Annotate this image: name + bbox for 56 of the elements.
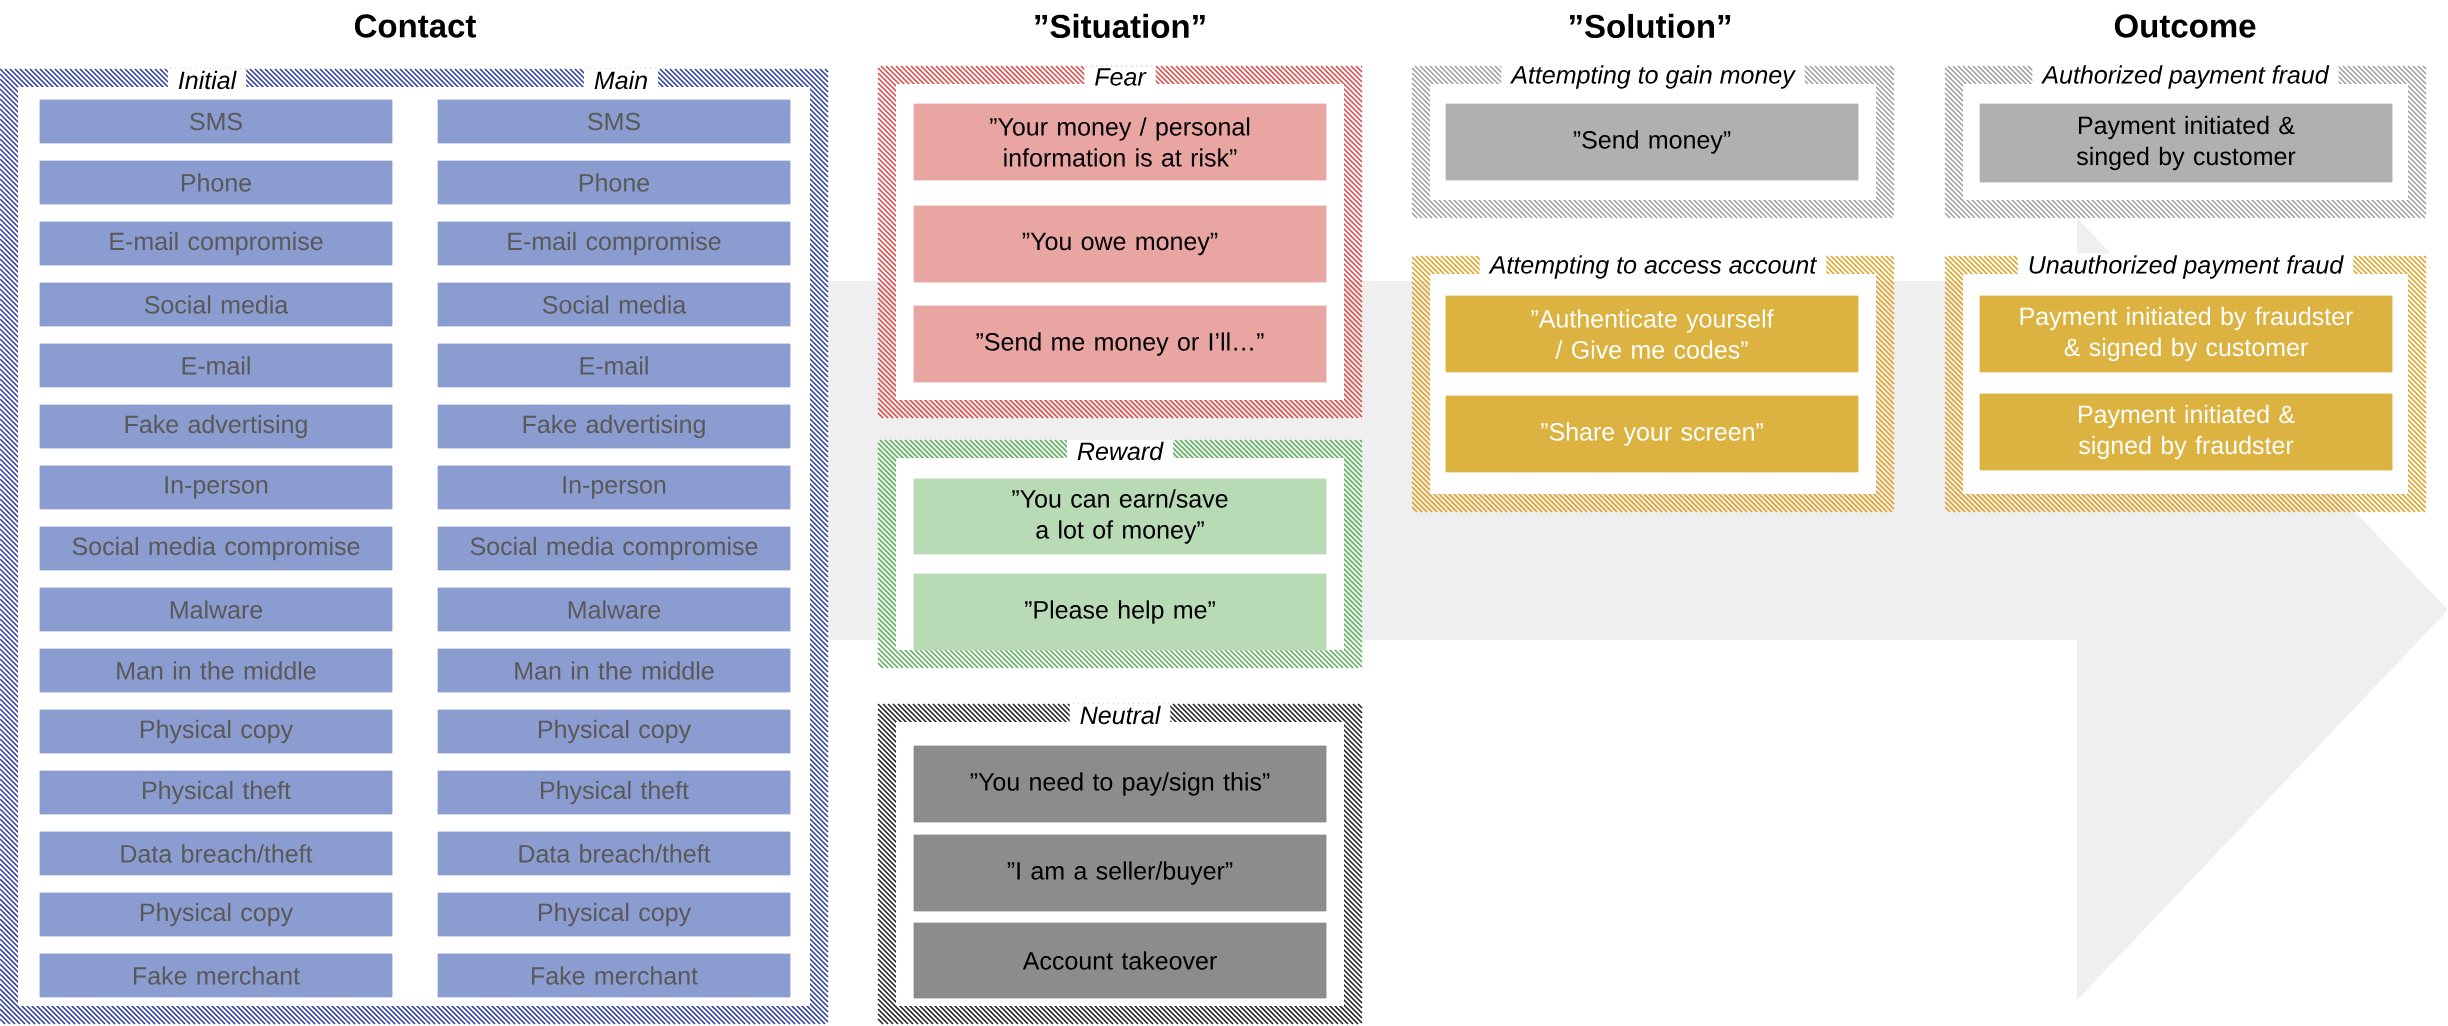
item-box: Payment initiated by fraudster & signed by customer (1979, 295, 2393, 373)
item-box: Physical theft (39, 770, 393, 815)
column-title: Contact (354, 14, 476, 38)
group-heading: Initial (167, 68, 247, 92)
item-box: ”I am a seller/buyer” (913, 834, 1327, 912)
item-box: Physical copy (437, 709, 791, 754)
group-heading: Attempting to access account (1479, 253, 1827, 281)
item-box: Fake advertising (39, 404, 393, 449)
item-box: SMS (437, 99, 791, 144)
item-box: SMS (39, 99, 393, 144)
item-box: Malware (39, 587, 393, 632)
item-box: ”Your money / personal information is at risk” (913, 103, 1327, 181)
item-box: ”Authenticate yourself / Give me codes” (1445, 295, 1859, 373)
item-box: Payment initiated & signed by fraudster (1979, 393, 2393, 471)
item-box: Physical copy (39, 892, 393, 937)
item-box: Phone (39, 160, 393, 205)
item-box: E-mail compromise (39, 221, 393, 266)
group-heading: Main (583, 68, 659, 92)
item-box: Payment initiated & singed by customer (1979, 103, 2393, 183)
item-box: Account takeover (913, 922, 1327, 999)
group-heading: Fear (1084, 66, 1156, 88)
item-box: ”Send me money or I’ll…” (913, 305, 1327, 383)
item-box: Fake merchant (39, 953, 393, 998)
item-box: Social media compromise (39, 526, 393, 571)
group-heading: Unauthorized payment fraud (2017, 253, 2354, 281)
item-box: ”Please help me” (913, 573, 1327, 651)
item-box: Data breach/theft (39, 831, 393, 876)
item-box: Fake merchant (437, 953, 791, 998)
item-box: ”You can earn/save a lot of money” (913, 478, 1327, 555)
group-heading: Neutral (1069, 703, 1171, 727)
group-heading: Attempting to gain money (1501, 63, 1805, 91)
column-title: ”Situation” (1035, 13, 1205, 39)
item-box: ”Share your screen” (1445, 395, 1859, 473)
item-box: E-mail (437, 343, 791, 388)
item-box: ”Send money” (1445, 103, 1859, 181)
group-heading: Authorized payment fraud (2032, 63, 2339, 91)
item-box: E-mail compromise (437, 221, 791, 266)
item-box: Man in the middle (437, 648, 791, 693)
item-box: Social media (437, 282, 791, 327)
item-box: Social media compromise (437, 526, 791, 571)
item-box: Malware (437, 587, 791, 632)
item-box: Physical theft (437, 770, 791, 815)
item-box: Physical copy (39, 709, 393, 754)
item-box: ”You need to pay/sign this” (913, 745, 1327, 823)
item-box: In-person (39, 465, 393, 510)
item-box: Data breach/theft (437, 831, 791, 876)
item-box: Man in the middle (39, 648, 393, 693)
item-box: ”You owe money” (913, 205, 1327, 283)
column-title: ”Solution” (1569, 13, 1731, 39)
item-box: Fake advertising (437, 404, 791, 449)
item-box: Phone (437, 160, 791, 205)
item-box: Physical copy (437, 892, 791, 937)
item-box: E-mail (39, 343, 393, 388)
column-title: Outcome (2114, 14, 2256, 38)
item-box: Social media (39, 282, 393, 327)
item-box: In-person (437, 465, 791, 510)
